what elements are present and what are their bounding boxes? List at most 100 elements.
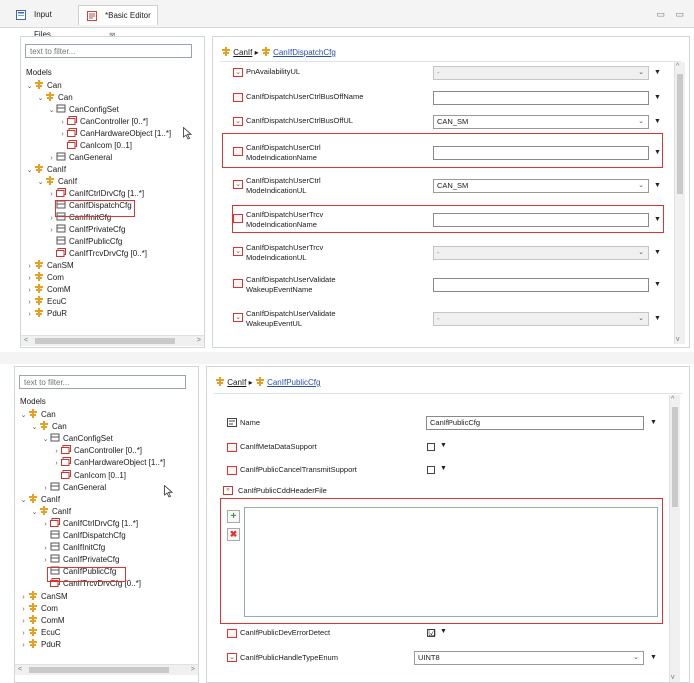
param-text-input[interactable] [433,278,649,292]
tree-item-canifprivatecfg[interactable]: ›CanIfPrivateCfg [47,224,125,236]
tab-input-files[interactable]: Input Files [8,5,70,39]
tree-item-cansm[interactable]: ›CanSM [19,590,68,603]
tree-item-can[interactable]: ⌄Can [19,409,56,421]
bottom-editor-vscrollbar[interactable]: ^ v [669,395,680,682]
tree-item-canifpubliccfg[interactable]: CanIfPublicCfg [47,236,122,248]
tree-item-canconfigset[interactable]: ⌄CanConfigSet [47,104,119,116]
tree-item-comm[interactable]: ›ComM [19,614,65,627]
top-tree-hscroll-thumb[interactable] [35,338,175,344]
param-text-input[interactable] [433,213,649,227]
chevron-right-icon[interactable]: › [50,155,53,162]
chevron-right-icon[interactable]: › [50,215,53,222]
name-input[interactable]: CanIfPublicCfg [426,416,644,430]
chevron-right-icon[interactable]: › [22,605,25,613]
tree-item-cansm[interactable]: ›CanSM [25,260,74,272]
scroll-right-icon[interactable]: > [190,666,195,673]
param-combo[interactable]: -⌄ [433,66,649,80]
meta-data-support-checkbox[interactable] [427,443,435,451]
tree-item-canif[interactable]: ⌄CanIf [25,164,66,176]
param-menu-dropdown-icon[interactable]: ▼ [654,249,661,256]
bottom-editor-vscroll-thumb[interactable] [672,407,678,507]
meta-data-support-dropdown-icon[interactable]: ▼ [440,442,447,449]
chevron-right-icon[interactable]: › [28,263,31,270]
scroll-left-icon[interactable]: < [18,666,23,673]
chevron-down-icon[interactable]: ⌄ [20,496,27,504]
param-menu-dropdown-icon[interactable]: ▼ [654,69,661,76]
chevron-down-icon[interactable]: ⌄ [48,107,55,114]
breadcrumb-current-link[interactable]: CanIfPublicCfg [267,378,321,387]
tree-item-can[interactable]: ⌄Can [36,92,73,104]
dev-error-detect-dropdown-icon[interactable]: ▼ [440,628,447,635]
chevron-down-icon[interactable]: ⌄ [26,167,33,174]
param-menu-dropdown-icon[interactable]: ▼ [654,216,661,223]
chevron-right-icon[interactable]: › [44,520,47,528]
tree-item-can[interactable]: ⌄Can [25,80,62,92]
tree-item-cancontroller-0[interactable]: ›CanController [0..*] [52,445,142,457]
chevron-right-icon[interactable]: › [55,460,58,468]
chevron-right-icon[interactable]: › [50,191,53,198]
chevron-right-icon[interactable]: › [50,227,53,234]
chevron-down-icon[interactable]: ⌄ [26,83,33,90]
param-menu-dropdown-icon[interactable]: ▼ [654,182,661,189]
tree-item-pdur[interactable]: ›PduR [19,638,61,651]
chevron-right-icon[interactable]: › [44,557,47,565]
param-combo[interactable]: CAN_SM⌄ [433,115,649,129]
chevron-right-icon[interactable]: › [55,448,58,456]
tree-item-com[interactable]: ›Com [19,602,58,615]
cancel-transmit-support-checkbox[interactable] [427,466,435,474]
chevron-right-icon[interactable]: › [22,629,25,637]
remove-button[interactable]: ✖ [227,528,240,541]
chevron-right-icon[interactable]: › [44,484,47,492]
param-menu-dropdown-icon[interactable]: ▼ [654,281,661,288]
tree-item-cangeneral[interactable]: ›CanGeneral [47,152,112,164]
scroll-right-icon[interactable]: > [196,337,201,344]
tree-item-canif[interactable]: ⌄CanIf [36,176,77,188]
tree-item-com[interactable]: ›Com [25,272,64,284]
chevron-down-icon[interactable]: ⌄ [20,412,27,419]
param-combo[interactable]: -⌄ [433,246,649,260]
top-tree-hscrollbar[interactable]: < > [21,335,204,346]
tree-item-canifdispatchcfg[interactable]: CanIfDispatchCfg [41,530,126,542]
param-combo[interactable]: CAN_SM⌄ [433,179,649,193]
tree-item-canconfigset[interactable]: ⌄CanConfigSet [41,433,113,445]
breadcrumb-root-link[interactable]: CanIf [227,378,247,387]
chevron-down-icon[interactable]: ⌄ [31,424,38,432]
tree-item-caniftrcvdrvcfg-0[interactable]: CanIfTrcvDrvCfg [0..*] [47,248,147,260]
tree-item-canif[interactable]: ⌄CanIf [30,505,71,518]
cancel-transmit-support-dropdown-icon[interactable]: ▼ [440,465,447,472]
tab-basic-editor[interactable]: *Basic Editor ⊠ [78,5,158,40]
tree-item-cancontroller-0[interactable]: ›CanController [0..*] [58,116,148,128]
chevron-down-icon[interactable]: ⌄ [37,179,44,186]
tree-item-canifinitcfg[interactable]: ›CanIfInitCfg [41,542,105,554]
tree-item-canif[interactable]: ⌄CanIf [19,493,60,506]
close-tab-icon[interactable]: ⊠ [109,31,116,40]
tree-item-ecuc[interactable]: ›EcuC [25,296,67,308]
param-menu-dropdown-icon[interactable]: ▼ [654,118,661,125]
param-combo[interactable]: -⌄ [433,312,649,326]
scroll-left-icon[interactable]: < [24,337,29,344]
tree-item-can[interactable]: ⌄Can [30,421,67,433]
add-button[interactable]: + [227,510,240,523]
top-filter-input[interactable] [25,44,192,58]
param-text-input[interactable] [433,91,649,105]
breadcrumb-current-link[interactable]: CanIfDispatchCfg [273,48,336,57]
tree-item-canifctrldrvcfg-1[interactable]: ›CanIfCtrlDrvCfg [1..*] [41,517,138,530]
tree-item-canicom-0-1[interactable]: CanIcom [0..1] [58,140,132,152]
tree-item-pdur[interactable]: ›PduR [25,308,67,320]
param-menu-dropdown-icon[interactable]: ▼ [654,94,661,101]
minimize-maximize-controls[interactable]: ▭ ▭ [656,9,688,19]
chevron-down-icon[interactable]: ⌄ [42,436,49,444]
tree-item-comm[interactable]: ›ComM [25,284,71,296]
scroll-up-icon[interactable]: ^ [671,396,675,403]
top-editor-vscroll-thumb[interactable] [677,74,683,194]
chevron-right-icon[interactable]: › [28,311,31,318]
scroll-up-icon[interactable]: ^ [676,63,680,70]
param-menu-dropdown-icon[interactable]: ▼ [654,315,661,322]
dev-error-detect-checkbox[interactable]: ☑ [427,628,437,638]
chevron-right-icon[interactable]: › [61,131,64,138]
chevron-right-icon[interactable]: › [22,641,25,649]
handle-type-enum-dropdown-icon[interactable]: ▼ [650,654,657,661]
tree-item-cangeneral[interactable]: ›CanGeneral [41,482,106,494]
bottom-filter-input[interactable] [19,375,186,389]
param-menu-dropdown-icon[interactable]: ▼ [654,149,661,156]
